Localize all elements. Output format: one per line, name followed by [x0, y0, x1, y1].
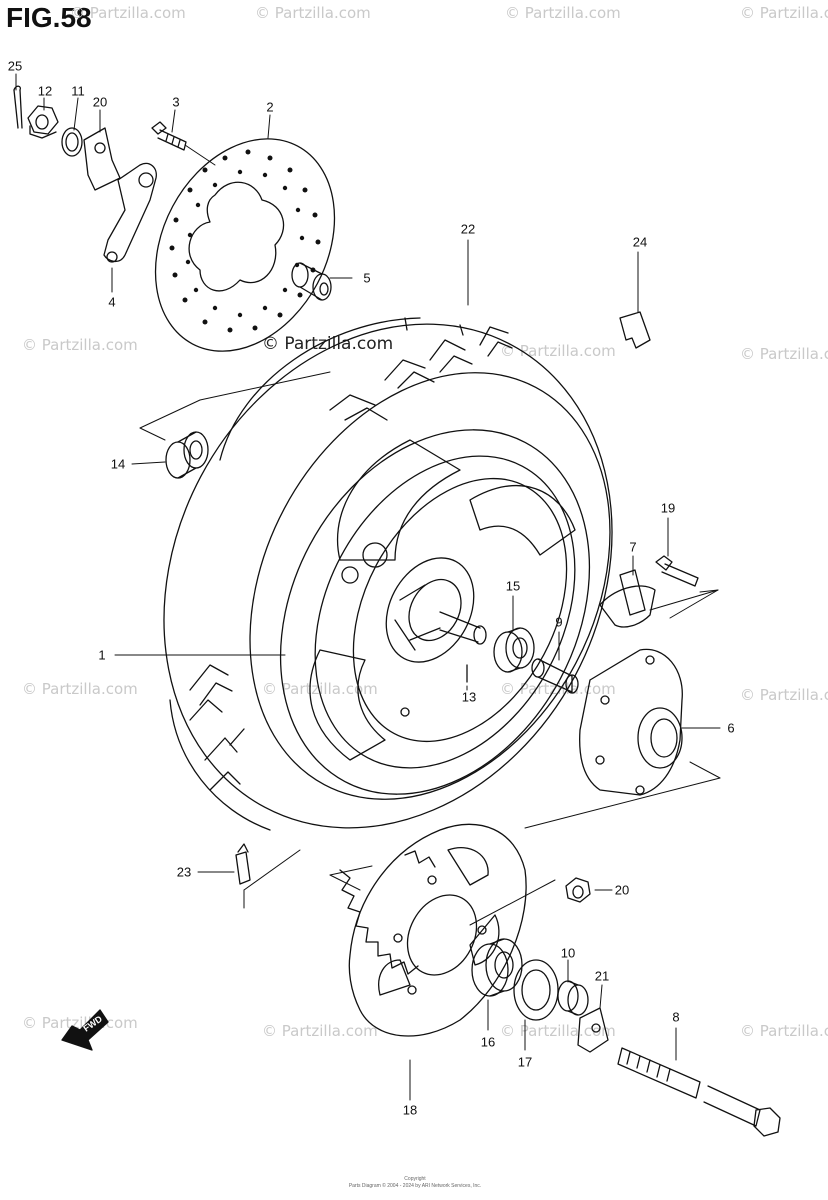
- disc-spacer: [291, 262, 332, 301]
- callout-3: 3: [172, 94, 180, 110]
- callout-20-upper: 20: [92, 94, 108, 110]
- caliper-bracket: [103, 162, 157, 263]
- callout-18: 18: [402, 1102, 418, 1118]
- disc-holes: [169, 149, 321, 333]
- watermark: © Partzilla.com: [740, 1022, 828, 1040]
- callout-19: 19: [660, 500, 676, 516]
- axle-spacer: [439, 611, 487, 683]
- callout-7: 7: [629, 539, 637, 555]
- callout-5: 5: [363, 270, 371, 286]
- disc-bolt: [151, 121, 187, 151]
- hub-collar: [531, 658, 579, 694]
- watermark: © Partzilla.com: [22, 680, 138, 698]
- bearing-hub: [493, 627, 535, 673]
- oil-seal: [513, 959, 559, 1021]
- callout-20-lower: 20: [614, 882, 630, 898]
- leader-lines: [15, 73, 721, 1101]
- callout-9: 9: [555, 614, 563, 630]
- figure-title: FIG.58: [6, 2, 92, 33]
- callout-14: 14: [110, 456, 126, 472]
- fwd-arrow-icon: FWD: [61, 1009, 109, 1051]
- callout-1: 1: [98, 647, 106, 663]
- wheel-rim: [279, 429, 591, 795]
- watermark: © Partzilla.com: [262, 680, 378, 698]
- callout-21: 21: [594, 968, 610, 984]
- callout-12: 12: [37, 83, 53, 99]
- callout-4: 4: [108, 294, 116, 310]
- watermark: © Partzilla.com: [255, 4, 371, 22]
- watermark: © Partzilla.com: [500, 1022, 616, 1040]
- callout-2: 2: [266, 99, 274, 115]
- chain-adjuster: [577, 1007, 609, 1053]
- copyright-line: Parts Diagram © 2004 - 2024 by ARI Netwo…: [348, 1183, 482, 1189]
- valve-stem: [235, 843, 251, 885]
- watermark-dark: © Partzilla.com: [262, 334, 394, 354]
- callout-13: 13: [461, 689, 477, 705]
- watermark: © Partzilla.com: [740, 345, 828, 363]
- hub-plate: [599, 569, 656, 628]
- rear-axle: [617, 1047, 781, 1137]
- sprocket-spacer: [557, 980, 589, 1016]
- rim-clip: [619, 311, 651, 349]
- sprocket-hub: [579, 648, 683, 796]
- hub-bolt: [655, 555, 699, 587]
- brake-disc: [154, 138, 336, 352]
- cotter-pin: [13, 85, 23, 129]
- watermark: © Partzilla.com: [22, 336, 138, 354]
- sprocket-nut: [565, 877, 591, 903]
- callout-10: 10: [560, 945, 576, 961]
- bearing-sprocket: [471, 938, 523, 997]
- watermark: © Partzilla.com: [740, 4, 828, 22]
- washer: [61, 127, 83, 157]
- chain-adjuster-stopper: [83, 127, 121, 191]
- rear-sprocket: [339, 823, 527, 1037]
- callout-11: 11: [71, 83, 85, 99]
- callout-15: 15: [505, 578, 521, 594]
- callout-22: 22: [460, 221, 476, 237]
- callout-24: 24: [632, 234, 648, 250]
- copyright-notice: Copyright Parts Diagram © 2004 - 2024 by…: [330, 1176, 500, 1190]
- watermark: © Partzilla.com: [262, 1022, 378, 1040]
- watermark: © Partzilla.com: [70, 4, 186, 22]
- watermark: © Partzilla.com: [740, 686, 828, 704]
- callout-17: 17: [517, 1054, 533, 1070]
- callout-8: 8: [672, 1009, 680, 1025]
- callout-16: 16: [480, 1034, 496, 1050]
- axle-nut: [27, 105, 59, 139]
- copyright-line: Copyright: [404, 1176, 426, 1182]
- callout-6: 6: [727, 720, 735, 736]
- bearing-left: [165, 431, 209, 479]
- watermark: © Partzilla.com: [22, 1014, 138, 1032]
- callout-25: 25: [7, 58, 23, 74]
- watermark: © Partzilla.com: [505, 4, 621, 22]
- callout-23: 23: [176, 864, 192, 880]
